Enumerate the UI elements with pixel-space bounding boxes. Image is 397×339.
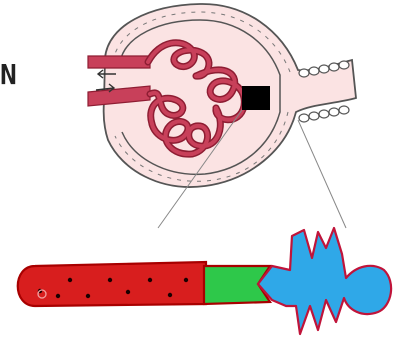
podocyte [258,228,391,334]
capillary-vessel [18,262,206,306]
afferent-arteriole [88,56,150,68]
zoom-box-icon [242,86,270,110]
zoom-line-right [298,120,346,228]
